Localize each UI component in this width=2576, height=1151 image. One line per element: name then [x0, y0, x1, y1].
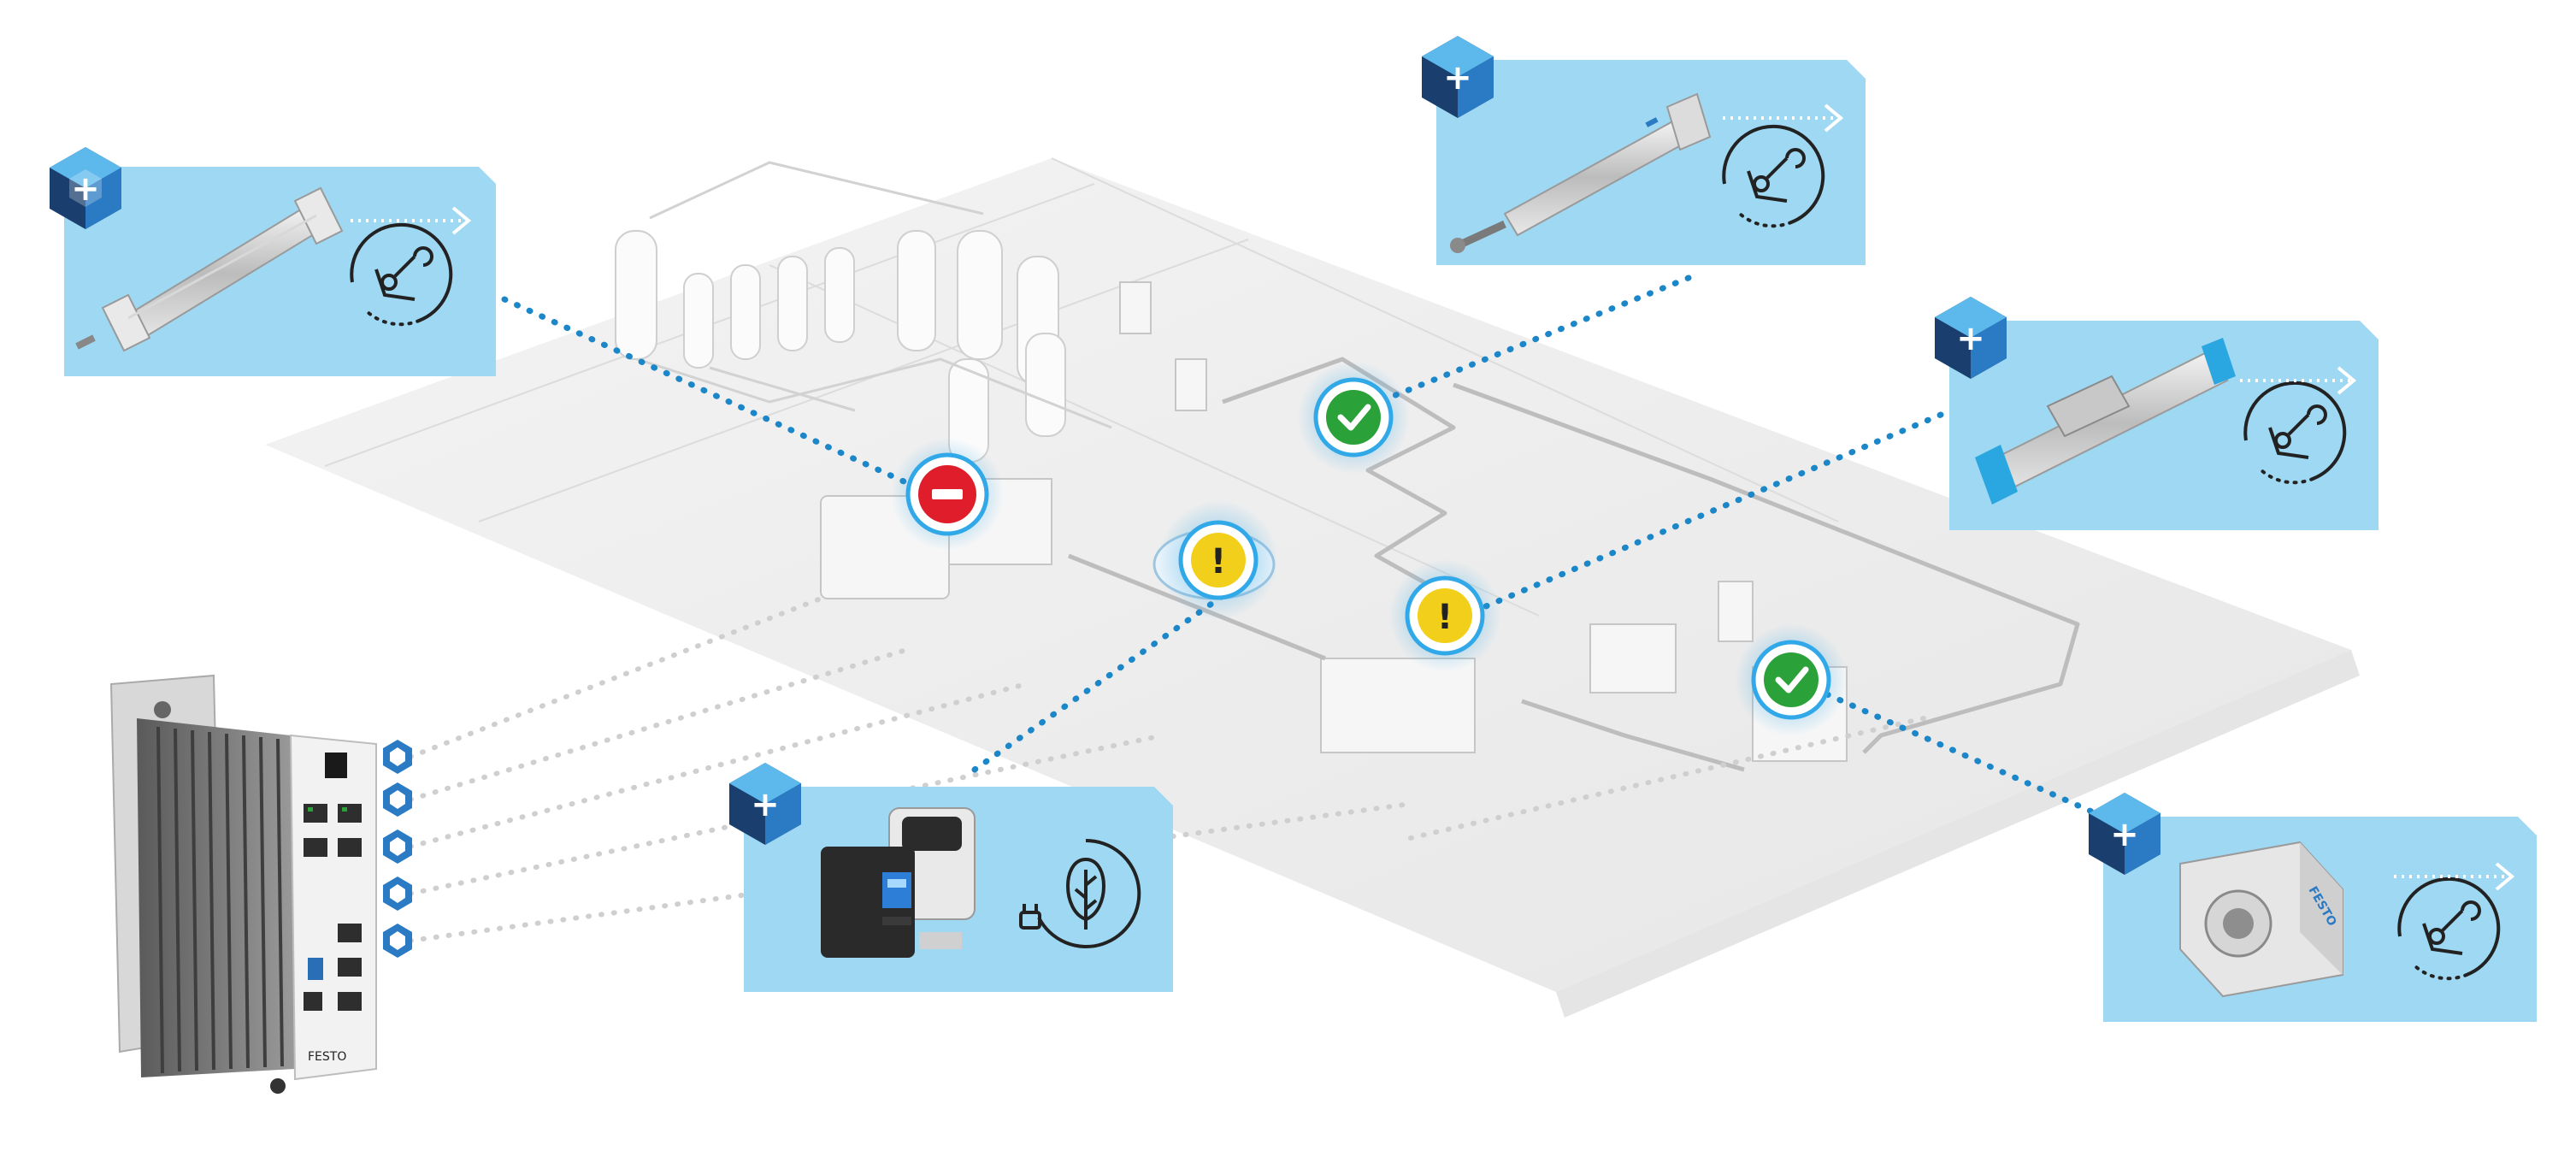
leaf-plug-energy-icon — [1019, 838, 1141, 948]
compact-cylinder-product: FESTO — [2179, 841, 2343, 998]
plus-hexagon-badge-icon[interactable]: + — [50, 147, 121, 229]
svg-text:FESTO: FESTO — [308, 1050, 346, 1064]
maintenance-wrench-hand-icon — [350, 222, 453, 327]
round-cylinder-product — [1450, 92, 1712, 253]
sensor-card-bottom-center[interactable]: + — [729, 763, 1173, 992]
factory-floor-shadow — [1556, 650, 2360, 1018]
progress-arrow-icon — [351, 206, 472, 235]
status-ok-marker-1[interactable] — [1297, 361, 1410, 474]
maintenance-wrench-hand-icon — [2243, 381, 2347, 485]
port-hex-icon — [383, 924, 412, 958]
svg-text:+: + — [751, 785, 780, 824]
status-warning-marker-2[interactable]: ! — [1388, 559, 1501, 672]
port-hex-icon — [383, 877, 412, 911]
pneumatic-cylinder-product — [75, 186, 344, 352]
plus-hexagon-badge-icon[interactable]: + — [1935, 297, 2007, 379]
progress-arrow-icon — [1723, 103, 1844, 133]
plus-hexagon-badge-icon[interactable]: + — [729, 763, 801, 845]
status-ok-marker-2[interactable] — [1735, 623, 1848, 736]
plus-hexagon-badge-icon[interactable]: + — [2089, 793, 2160, 875]
cylinder-card-top-center[interactable]: + — [1422, 36, 1866, 265]
pressure-sensor-product — [821, 807, 976, 958]
svg-text:+: + — [1443, 58, 1472, 97]
progress-arrow-icon — [2240, 366, 2357, 395]
status-warning-marker-1[interactable]: ! — [1158, 500, 1278, 620]
svg-text:+: + — [1956, 319, 1985, 358]
svg-text:+: + — [71, 169, 100, 209]
svg-text:!: ! — [1211, 542, 1226, 581]
linear-axis-product — [1975, 338, 2236, 505]
port-hex-icon — [383, 740, 412, 774]
svg-text:+: + — [2110, 815, 2139, 854]
maintenance-wrench-hand-icon — [2397, 877, 2501, 981]
piping — [636, 161, 1112, 429]
factory-floor — [265, 158, 2351, 992]
svg-text:!: ! — [1437, 598, 1453, 637]
edge-controller-device: FESTO — [109, 674, 377, 1094]
status-error-marker[interactable] — [891, 438, 1004, 551]
blue-dotted-connections — [501, 274, 2107, 820]
port-hex-icon — [383, 782, 412, 817]
axis-card-right[interactable]: + — [1935, 297, 2379, 530]
device-port-badges — [383, 740, 412, 958]
maintenance-wrench-hand-icon — [1722, 124, 1825, 228]
cylinder-card-top-left[interactable]: + — [50, 147, 496, 376]
storage-tanks — [615, 230, 1066, 463]
progress-arrow-icon — [2394, 862, 2515, 891]
compact-cylinder-card-bottom-right[interactable]: FESTO + — [2089, 793, 2537, 1022]
port-hex-icon — [383, 829, 412, 864]
plus-hexagon-badge-icon[interactable]: + — [1422, 36, 1494, 118]
